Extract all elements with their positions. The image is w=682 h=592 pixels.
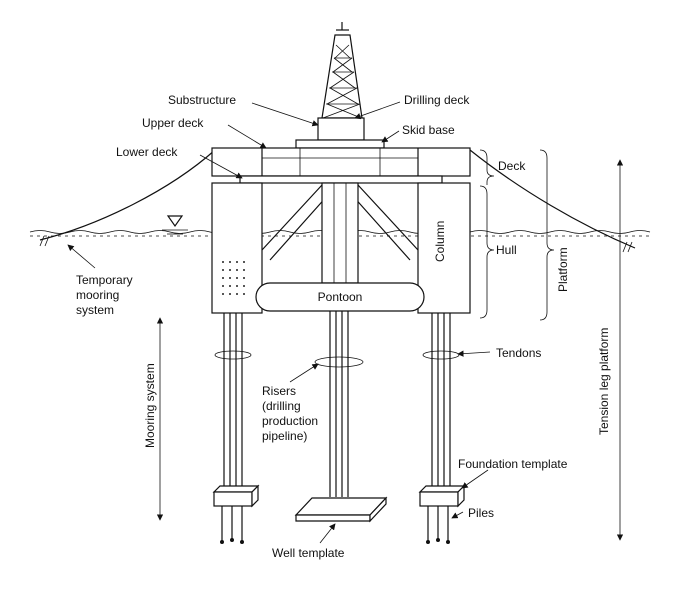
label-platform: Platform — [556, 247, 570, 292]
leader-lines — [67, 101, 491, 544]
risers — [314, 311, 364, 497]
label-skid-base: Skid base — [402, 123, 455, 137]
derrick — [321, 22, 363, 119]
label-column: Column — [433, 221, 447, 262]
left-column — [211, 182, 263, 314]
well-template — [294, 496, 388, 523]
label-lower-deck: Lower deck — [116, 145, 178, 159]
label-pipeline: pipeline) — [262, 429, 307, 443]
label-production: production — [262, 414, 318, 428]
ballast-dots — [222, 261, 245, 295]
label-pontoon: Pontoon — [318, 290, 363, 304]
label-well-template: Well template — [272, 546, 345, 560]
drilling-deck — [317, 117, 365, 141]
dimension-brackets — [156, 149, 624, 541]
label-temporary: Temporary — [76, 273, 133, 287]
right-column — [417, 182, 471, 314]
temporary-mooring-lines — [39, 149, 636, 253]
skid-base — [295, 139, 385, 149]
label-tension-leg-platform: Tension leg platform — [597, 328, 611, 435]
label-drilling: (drilling — [262, 399, 301, 413]
label-foundation-template: Foundation template — [458, 457, 568, 471]
lower-deck — [239, 175, 443, 184]
deck-structure — [211, 147, 471, 184]
labels: Substructure Drilling deck Upper deck Sk… — [76, 93, 611, 560]
label-substructure: Substructure — [168, 93, 236, 107]
label-hull: Hull — [496, 243, 517, 257]
label-drilling-deck: Drilling deck — [404, 93, 470, 107]
label-risers: Risers — [262, 384, 296, 398]
label-mooring: mooring — [76, 288, 119, 302]
label-deck: Deck — [498, 159, 526, 173]
label-mooring-system: Mooring system — [143, 363, 157, 448]
pontoon — [255, 282, 425, 312]
bracing — [261, 182, 419, 284]
columns — [211, 182, 471, 314]
label-tendons: Tendons — [496, 346, 541, 360]
left-foundation-template — [212, 484, 260, 544]
water-level-icon — [166, 215, 184, 228]
tendons — [214, 313, 460, 492]
label-upper-deck: Upper deck — [142, 116, 204, 130]
label-piles: Piles — [468, 506, 494, 520]
label-system: system — [76, 303, 114, 317]
